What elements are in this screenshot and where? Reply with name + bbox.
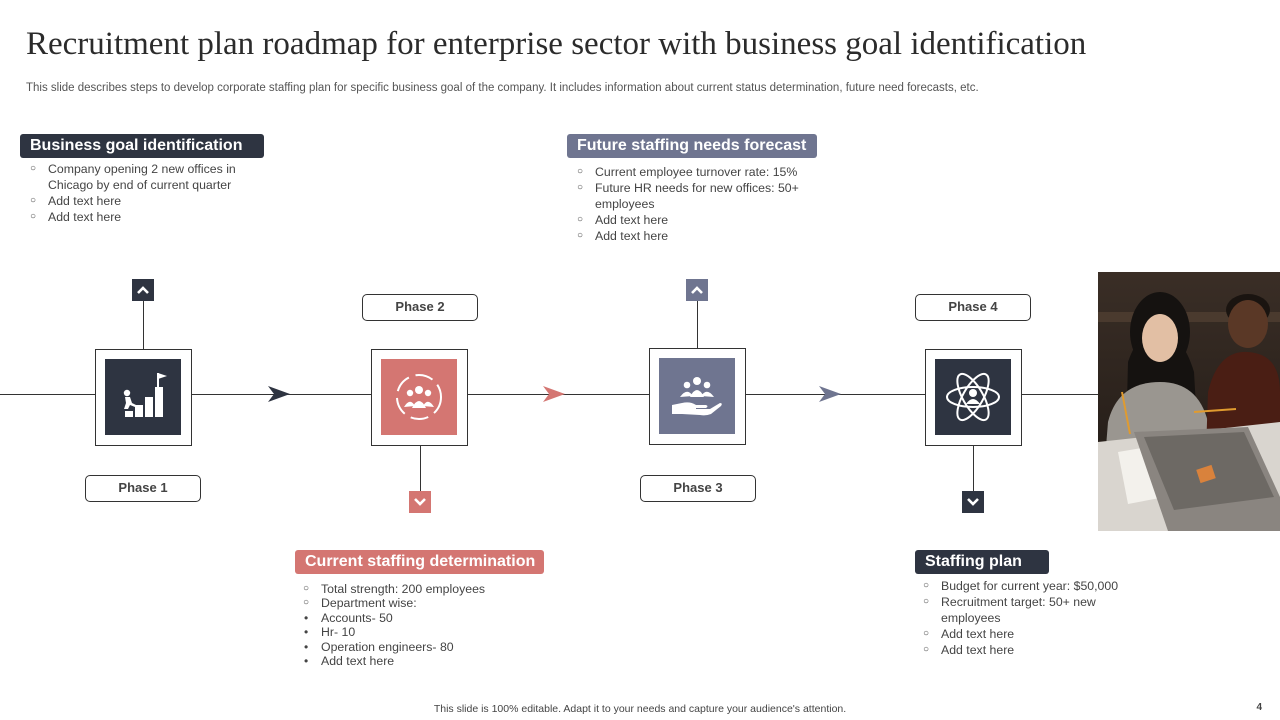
phase-2-icon-box — [381, 359, 457, 435]
phase-3-frame — [649, 348, 746, 445]
phase-2-frame — [371, 349, 468, 446]
phase-2-label: Phase 2 — [362, 294, 478, 321]
plan-heading-text: Staffing plan — [925, 553, 1022, 570]
connector-line — [143, 301, 144, 349]
goal-item: Add text here — [30, 209, 262, 225]
hand-holding-people-icon — [672, 377, 722, 416]
page-subtitle: This slide describes steps to develop co… — [26, 82, 979, 94]
goal-heading-text: Business goal identification — [30, 137, 243, 154]
phase-1-label: Phase 1 — [85, 475, 201, 502]
forecast-item: Add text here — [577, 212, 819, 228]
plan-list: Budget for current year: $50,000 Recruit… — [923, 578, 1138, 658]
current-sub-item: Accounts- 50 — [303, 611, 543, 626]
stairs-goal-flag-icon — [123, 373, 167, 417]
plan-item: Add text here — [923, 642, 1138, 658]
forecast-item: Current employee turnover rate: 15% — [577, 164, 819, 180]
chevron-up-icon — [132, 279, 154, 301]
current-item: Department wise: — [303, 596, 543, 611]
team-working-photo — [1098, 272, 1280, 531]
chevron-down-icon — [962, 491, 984, 513]
chevron-up-icon — [686, 279, 708, 301]
phase-1-frame — [95, 349, 192, 446]
phase-4-label: Phase 4 — [915, 294, 1031, 321]
footer-note: This slide is 100% editable. Adapt it to… — [433, 703, 847, 715]
connector-line — [420, 445, 421, 491]
forecast-list: Current employee turnover rate: 15% Futu… — [577, 164, 819, 244]
current-item: Total strength: 200 employees — [303, 582, 543, 597]
phase-1-icon-box — [105, 359, 181, 435]
goal-heading: Business goal identification — [20, 134, 264, 158]
current-heading-text: Current staffing determination — [305, 553, 536, 570]
forecast-heading: Future staffing needs forecast — [567, 134, 817, 158]
goal-item: Company opening 2 new offices in Chicago… — [30, 161, 262, 193]
page-number: 4 — [1256, 702, 1262, 713]
phase-4-icon-box — [935, 359, 1011, 435]
page-title: Recruitment plan roadmap for enterprise … — [26, 26, 1087, 62]
chevron-down-icon — [409, 491, 431, 513]
atom-person-icon — [946, 372, 1000, 422]
connector-line — [973, 445, 974, 491]
arrow-right-icon — [268, 385, 290, 408]
current-sub-item: Add text here — [303, 654, 543, 669]
arrow-right-icon — [543, 385, 565, 408]
phase-3-icon-box — [659, 358, 735, 434]
forecast-heading-text: Future staffing needs forecast — [577, 137, 807, 154]
plan-item: Recruitment target: 50+ new employees — [923, 594, 1138, 626]
phase-4-frame — [925, 349, 1022, 446]
forecast-item: Add text here — [577, 228, 819, 244]
current-sub-item: Hr- 10 — [303, 625, 543, 640]
current-list: Total strength: 200 employees Department… — [303, 582, 543, 669]
current-heading: Current staffing determination — [295, 550, 544, 574]
phase-3-label: Phase 3 — [640, 475, 756, 502]
connector-line — [697, 300, 698, 348]
goal-item: Add text here — [30, 193, 262, 209]
arrow-right-icon — [819, 385, 841, 408]
plan-item: Add text here — [923, 626, 1138, 642]
plan-heading: Staffing plan — [915, 550, 1049, 574]
goal-list: Company opening 2 new offices in Chicago… — [30, 161, 262, 225]
current-sub-item: Operation engineers- 80 — [303, 640, 543, 655]
team-cycle-icon — [396, 374, 442, 420]
forecast-item: Future HR needs for new offices: 50+ emp… — [577, 180, 819, 212]
plan-item: Budget for current year: $50,000 — [923, 578, 1138, 594]
